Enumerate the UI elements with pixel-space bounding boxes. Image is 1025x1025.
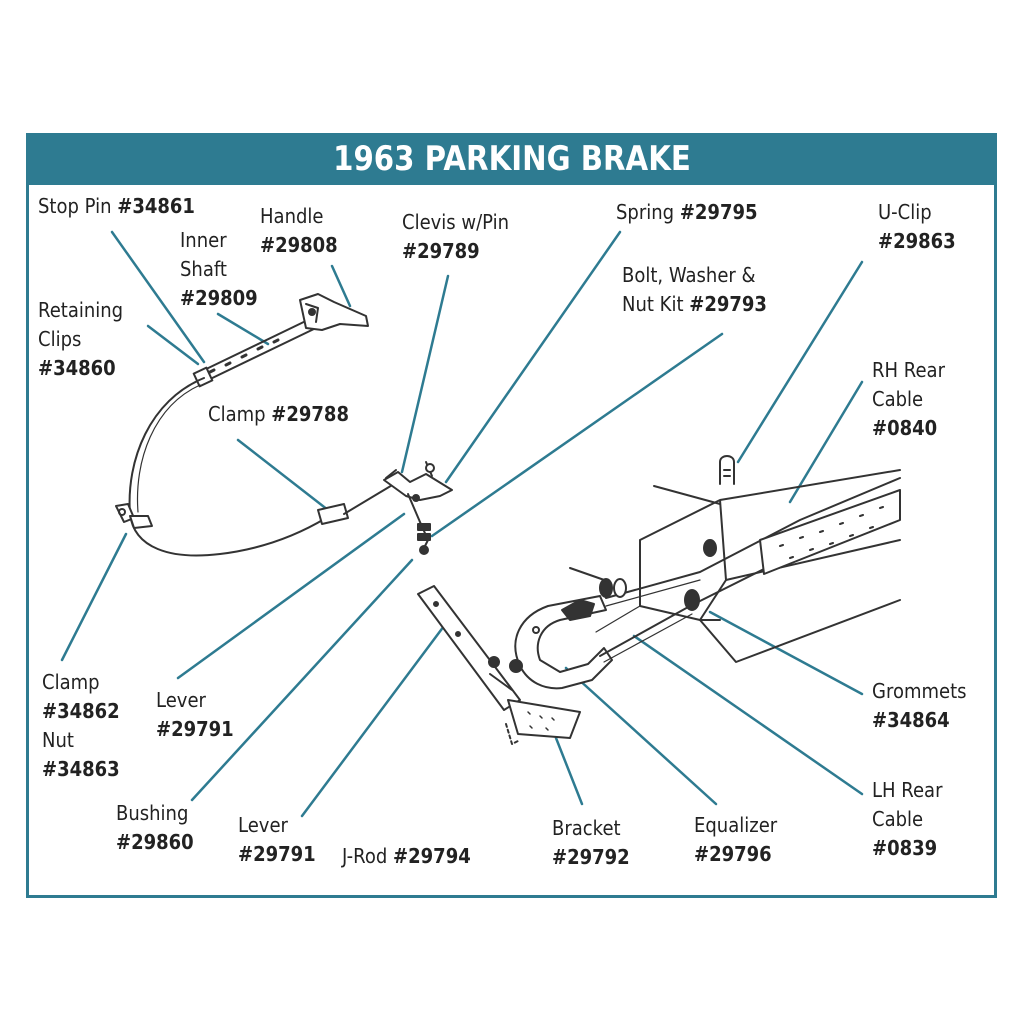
leader-bracket [554, 736, 584, 806]
label-lever-upper: Lever#29791 [156, 688, 234, 741]
leader-stop-pin [110, 230, 206, 364]
label-clevis: Clevis w/Pin#29789 [402, 210, 510, 263]
lever-cluster [383, 461, 453, 555]
leader-bushing [190, 558, 414, 802]
leader-equalizer [564, 666, 718, 806]
label-j-rod: J-Rod #29794 [342, 844, 471, 868]
leader-rh-rear-cable [788, 380, 864, 504]
label-bolt-kit: Bolt, Washer &Nut Kit #29793 [622, 263, 767, 316]
mechanism-drawing [115, 293, 901, 745]
label-lever-lower: Lever#29791 [238, 813, 316, 866]
leader-clevis [400, 274, 450, 474]
leader-lines [60, 230, 864, 818]
label-grommets: Grommets#34864 [872, 679, 967, 732]
diagram-title: 1963 PARKING BRAKE [332, 139, 691, 179]
leader-bolt-kit [430, 332, 724, 538]
label-clamp-upper: Clamp #29788 [208, 402, 349, 426]
leader-spring [444, 230, 622, 484]
u-clip-drawing [719, 455, 735, 485]
equalizer [509, 595, 613, 690]
frame-rail [569, 469, 901, 663]
leader-clamp-upper [236, 438, 330, 512]
leader-clamp-nut [60, 532, 128, 662]
label-bracket: Bracket#29792 [552, 816, 630, 869]
label-u-clip: U-Clip#29863 [878, 200, 956, 253]
front-cable [128, 377, 327, 557]
leader-lever-upper [176, 512, 406, 680]
leader-handle [330, 264, 352, 308]
label-handle: Handle#29808 [260, 204, 338, 257]
clamp-mid [317, 503, 349, 525]
grommets-drawing [599, 539, 717, 611]
rh-rear-cable-line [605, 477, 901, 599]
lower-lever [417, 585, 521, 711]
handle-assembly [192, 293, 369, 388]
label-stop-pin: Stop Pin #34861 [38, 194, 195, 218]
label-equalizer: Equalizer#29796 [694, 813, 778, 866]
label-bushing: Bushing#29860 [116, 801, 194, 854]
leader-retaining-clips [146, 324, 200, 366]
leader-grommets [708, 610, 864, 696]
leader-u-clip [736, 260, 864, 464]
label-spring: Spring #29795 [616, 200, 758, 224]
leader-lh-rear-cable [632, 634, 864, 796]
leader-lever-lower [300, 624, 446, 818]
title-bar: 1963 PARKING BRAKE [26, 133, 997, 185]
bracket-plate [505, 699, 581, 745]
leader-inner-shaft [216, 312, 270, 346]
clamp-lower [115, 503, 153, 529]
